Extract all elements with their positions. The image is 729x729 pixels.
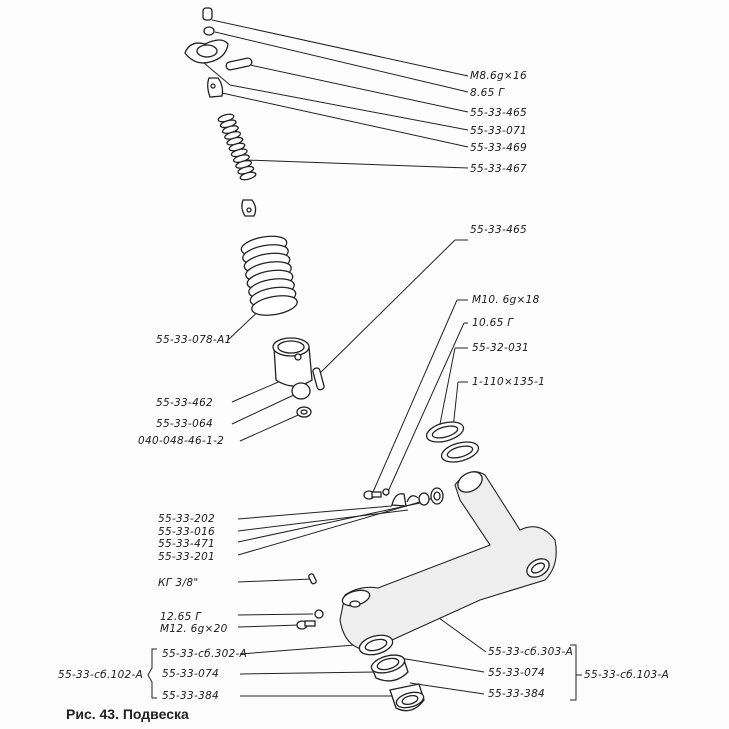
assembly-right-item-2: 55-33-074 — [488, 667, 546, 679]
pin — [225, 57, 253, 71]
label-ring-031: 55-32-031 — [472, 342, 530, 354]
label-bolt-m8: M8.6g×16 — [470, 70, 527, 82]
label-part-471: 55-33-471 — [158, 538, 216, 550]
label-bolt-m12: M12. 6g×20 — [160, 623, 228, 635]
label-part-016: 55-33-016 — [158, 526, 216, 538]
label-pin-465: 55-33-465 — [470, 107, 528, 119]
label-washer-10: 10.65 Г — [472, 317, 514, 329]
assembly-right-item-3: 55-33-384 — [488, 688, 546, 700]
spring-cup — [272, 337, 313, 387]
suspension-arm — [339, 471, 557, 656]
stud-pin — [312, 367, 325, 391]
figure-caption: Рис. 43. Подвеска — [66, 706, 189, 722]
spring-coil — [239, 171, 257, 181]
assembly-right-item-1: 55-33-сб.303-А — [488, 646, 574, 658]
assembly-left-item-2: 55-33-074 — [162, 668, 220, 680]
assembly-left-item-1: 55-33-сб.302-А — [162, 648, 248, 660]
label-cup-462: 55-33-462 — [156, 397, 214, 409]
assembly-left-name: 55-33-сб.102-А — [58, 669, 144, 681]
cap — [291, 382, 312, 418]
bracket-lower — [241, 199, 257, 217]
label-spring-467: 55-33-467 — [470, 163, 528, 175]
spring-coil — [251, 295, 298, 316]
bracket-upper — [207, 77, 224, 98]
label-part-202: 55-33-202 — [158, 513, 216, 525]
bushing-384 — [389, 683, 425, 712]
bolt-m8 — [202, 7, 215, 36]
label-washer-12: 12.65 Г — [160, 611, 202, 623]
label-grease-fitting: КГ 3/8" — [158, 577, 199, 589]
bushing-074 — [370, 654, 409, 682]
small-spring — [217, 113, 257, 181]
assembly-left-item-3: 55-33-384 — [162, 690, 220, 702]
label-seal-110: 1-110×135-1 — [472, 376, 546, 388]
label-washer-8: 8.65 Г — [470, 87, 505, 99]
main-spring — [240, 235, 298, 316]
label-plate-071: 55-33-071 — [470, 125, 528, 137]
assembly-right-name: 55-33-сб.103-А — [584, 669, 670, 681]
leader-lines — [147, 19, 582, 701]
flange-plate — [184, 39, 229, 64]
small-fasteners — [296, 487, 444, 630]
label-part-201: 55-33-201 — [158, 551, 216, 563]
label-cap-064: 55-33-064 — [156, 418, 214, 430]
label-ring-040: 040-048-46-1-2 — [138, 435, 225, 447]
label-stud-465: 55-33-465 — [470, 224, 528, 236]
label-bracket-469: 55-33-469 — [470, 142, 528, 154]
label-bolt-m10: M10. 6g×18 — [472, 294, 540, 306]
label-spring-078: 55-33-078-A1 — [156, 334, 232, 346]
seal-rings — [425, 421, 480, 463]
